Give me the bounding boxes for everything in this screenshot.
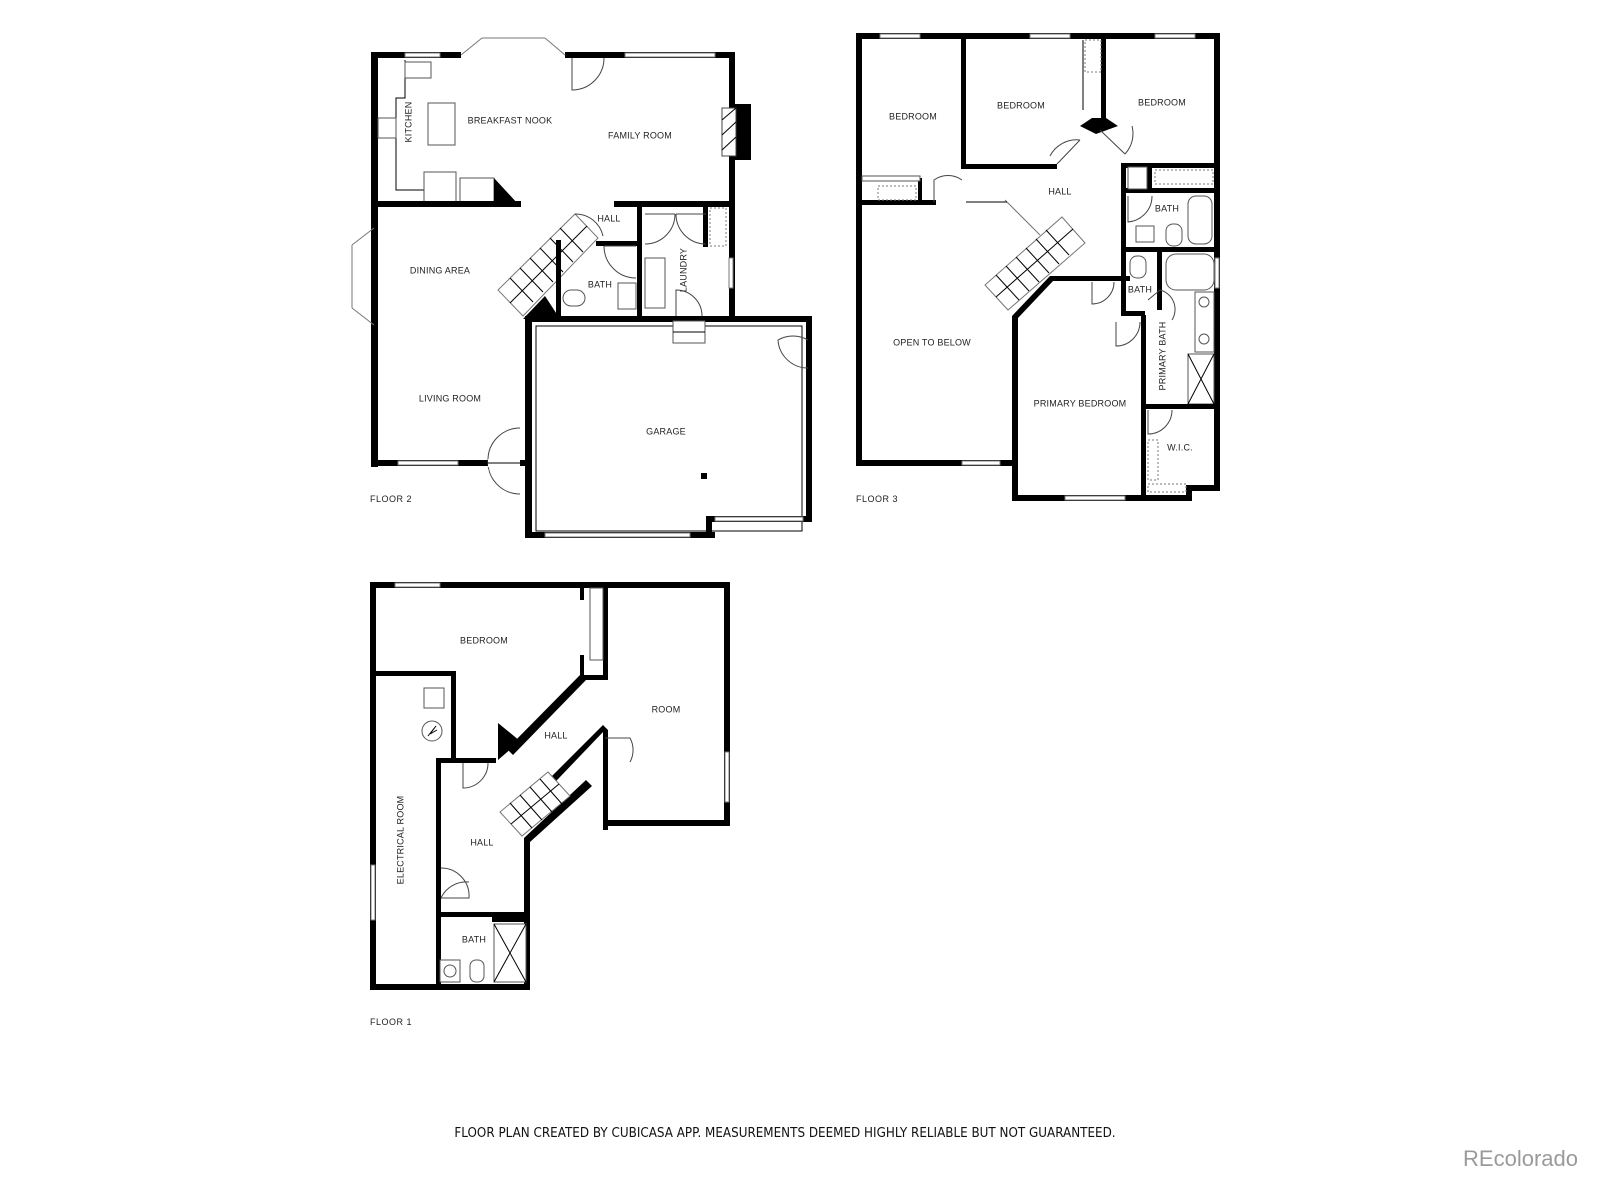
room-label-bath-1: BATH [1155,203,1179,213]
room-label-bath: BATH [588,279,612,289]
disclaimer-text: FLOOR PLAN CREATED BY CUBICASA APP. MEAS… [454,1126,1116,1141]
room-label-wic: W.I.C. [1167,442,1193,452]
room-label-bedroom-2: BEDROOM [997,100,1045,110]
room-label-open-to-below: OPEN TO BELOW [893,337,971,347]
room-label-primary-bedroom: PRIMARY BEDROOM [1034,398,1127,408]
room-label-kitchen: KITCHEN [403,102,413,143]
room-label-dining-area: DINING AREA [410,265,470,275]
floor-label-2: FLOOR 2 [370,494,412,504]
staircase-floor-1 [499,771,571,837]
watermark-logo: REcolorado [1463,1146,1578,1171]
room-label-hall: HALL [1048,186,1071,196]
room-label-bedroom-3: BEDROOM [1138,97,1186,107]
floor-3-plan: BEDROOM BEDROOM BEDROOM HALL BATH BATH O… [856,33,1220,504]
room-label-breakfast-nook: BREAKFAST NOOK [468,115,553,125]
floor-1-plan: BEDROOM ROOM HALL HALL ELECTRICAL ROOM B… [370,582,730,1027]
floor-2-plan: KITCHEN BREAKFAST NOOK FAMILY ROOM HALL … [351,37,812,538]
floor-label-3: FLOOR 3 [856,494,898,504]
room-label-garage: GARAGE [646,426,686,436]
room-label-hall-upper: HALL [544,730,567,740]
room-label-bedroom: BEDROOM [460,635,508,645]
staircase-floor-2 [497,213,599,319]
room-label-laundry: LAUNDRY [678,248,688,292]
garage-walls [525,316,812,538]
room-label-electrical-room: ELECTRICAL ROOM [395,796,405,885]
floor-label-1: FLOOR 1 [370,1017,412,1027]
room-label-hall-lower: HALL [470,837,493,847]
room-label-bath-2: BATH [1128,284,1152,294]
room-label-family-room: FAMILY ROOM [608,130,672,140]
room-label-living-room: LIVING ROOM [419,393,481,403]
room-label-room: ROOM [652,704,681,714]
staircase-floor-3 [984,216,1086,311]
room-label-primary-bath: PRIMARY BATH [1157,322,1167,391]
room-label-bedroom-1: BEDROOM [889,111,937,121]
room-label-hall: HALL [597,213,620,223]
room-label-bath: BATH [462,934,486,944]
